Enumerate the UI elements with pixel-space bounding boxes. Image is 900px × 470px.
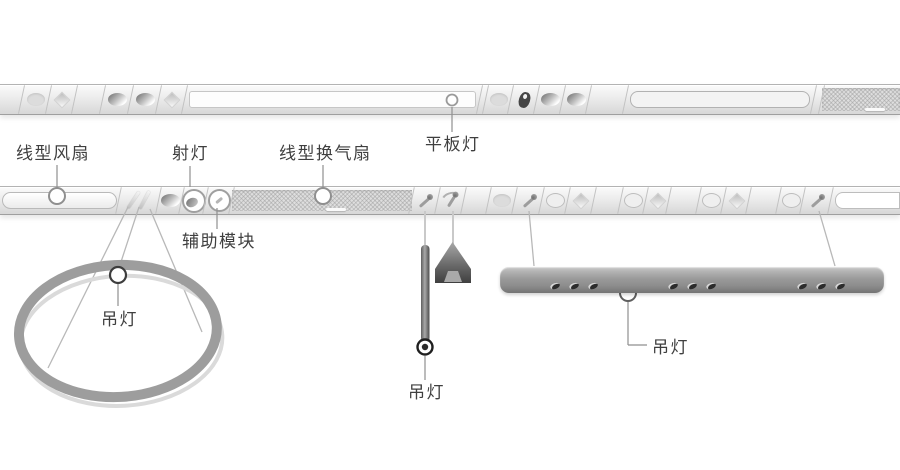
led-spot-icon — [796, 281, 808, 291]
module-circle-faint — [486, 88, 511, 111]
led-spot-icon — [568, 281, 580, 291]
module-blank — [594, 190, 621, 211]
cone-pendant-light — [435, 242, 471, 283]
module-circle-faint — [489, 190, 515, 211]
module-grille — [822, 88, 900, 112]
ventilation-grille-icon — [326, 208, 347, 212]
module-spot-arc — [438, 189, 464, 212]
connector-node-icon — [649, 192, 666, 209]
auxiliary-module-icon — [207, 189, 231, 212]
module-blank — [75, 88, 103, 111]
ring-pendant-wires — [47, 206, 203, 369]
led-spot-icon — [667, 281, 679, 291]
label-aux-module: 辅助模块 — [182, 232, 256, 251]
led-spot-icon — [815, 281, 827, 291]
module-disc — [159, 190, 182, 211]
gimbal-spotlight-icon — [566, 93, 586, 106]
downlight-ring-icon — [702, 193, 721, 208]
module-disc — [537, 88, 563, 111]
connector-node-icon — [53, 91, 71, 108]
module-spot-diag — [412, 190, 438, 211]
module-circle-faint — [22, 88, 49, 111]
module-diamond — [568, 190, 594, 211]
adjustable-spotlight-icon — [520, 193, 538, 209]
module-panel-light — [185, 88, 480, 111]
led-spot-icon — [549, 281, 561, 291]
connector-node-icon — [572, 192, 590, 209]
label-pendant-ring: 吊灯 — [101, 310, 138, 329]
led-spot-icon — [686, 281, 698, 291]
module-blank — [749, 190, 779, 211]
module-spot-diag — [803, 190, 831, 211]
bar-pendant-wire-right — [818, 210, 836, 267]
connector-node-icon — [163, 91, 181, 108]
gimbal-spotlight-icon — [161, 194, 180, 207]
recessed-downlight-icon — [489, 93, 508, 106]
module-circle-ring — [621, 190, 646, 211]
downlight-ring-icon — [624, 193, 643, 208]
label-pendant-rod: 吊灯 — [408, 383, 445, 402]
module-disc — [563, 88, 589, 111]
module-blank — [589, 88, 626, 111]
module-circle-ring — [542, 190, 568, 211]
gimbal-spotlight-icon — [540, 93, 560, 106]
adjustable-spotlight-arc-icon — [438, 189, 464, 212]
track-rail-bottom — [0, 186, 900, 215]
connector-node-icon — [728, 192, 745, 209]
module-capsule — [0, 190, 119, 211]
module-disc — [103, 88, 131, 111]
label-spotlight: 射灯 — [172, 144, 209, 163]
label-pendant-bar: 吊灯 — [652, 338, 689, 357]
module-grille2 — [232, 190, 412, 212]
module-circle-ring — [779, 190, 803, 211]
recessed-downlight-icon — [493, 194, 511, 207]
bar-pendant-light — [500, 267, 884, 293]
downlight-ring-icon — [545, 193, 565, 208]
callout-circle-rod-pendant — [416, 338, 434, 356]
adjustable-spotlight-icon — [808, 193, 826, 209]
pendant-connector-rods-icon — [122, 190, 156, 211]
gimbal-spotlight-icon — [107, 93, 127, 106]
module-ring-plain — [206, 189, 232, 212]
callout-circle-ring-pendant — [108, 265, 128, 285]
ring-pendant-light — [13, 259, 225, 408]
module-disc — [131, 88, 159, 111]
sensor-module-icon — [516, 90, 532, 109]
module-connectors — [119, 190, 159, 211]
gimbal-spotlight-icon — [135, 93, 155, 106]
module-blank — [669, 190, 699, 211]
led-spot-icon — [834, 281, 846, 291]
rod-pendant-light — [421, 245, 430, 342]
module-spot-diag — [515, 190, 542, 211]
downlight-ring-icon — [781, 193, 801, 208]
module-circle-ring — [699, 190, 724, 211]
label-linear-vent-fan: 线型换气扇 — [279, 144, 372, 163]
track-rail-top — [0, 84, 900, 115]
bar-pendant-wire-left — [528, 210, 535, 267]
label-panel-light: 平板灯 — [425, 135, 481, 154]
module-panel-right — [831, 190, 900, 211]
adjustable-spotlight-icon — [416, 193, 434, 209]
ventilation-grille-icon — [865, 108, 886, 112]
led-spot-icon — [587, 281, 599, 291]
label-linear-fan: 线型风扇 — [16, 144, 90, 163]
led-spot-icon — [705, 281, 717, 291]
recessed-downlight-icon — [26, 93, 45, 106]
module-linear-module — [626, 88, 814, 111]
